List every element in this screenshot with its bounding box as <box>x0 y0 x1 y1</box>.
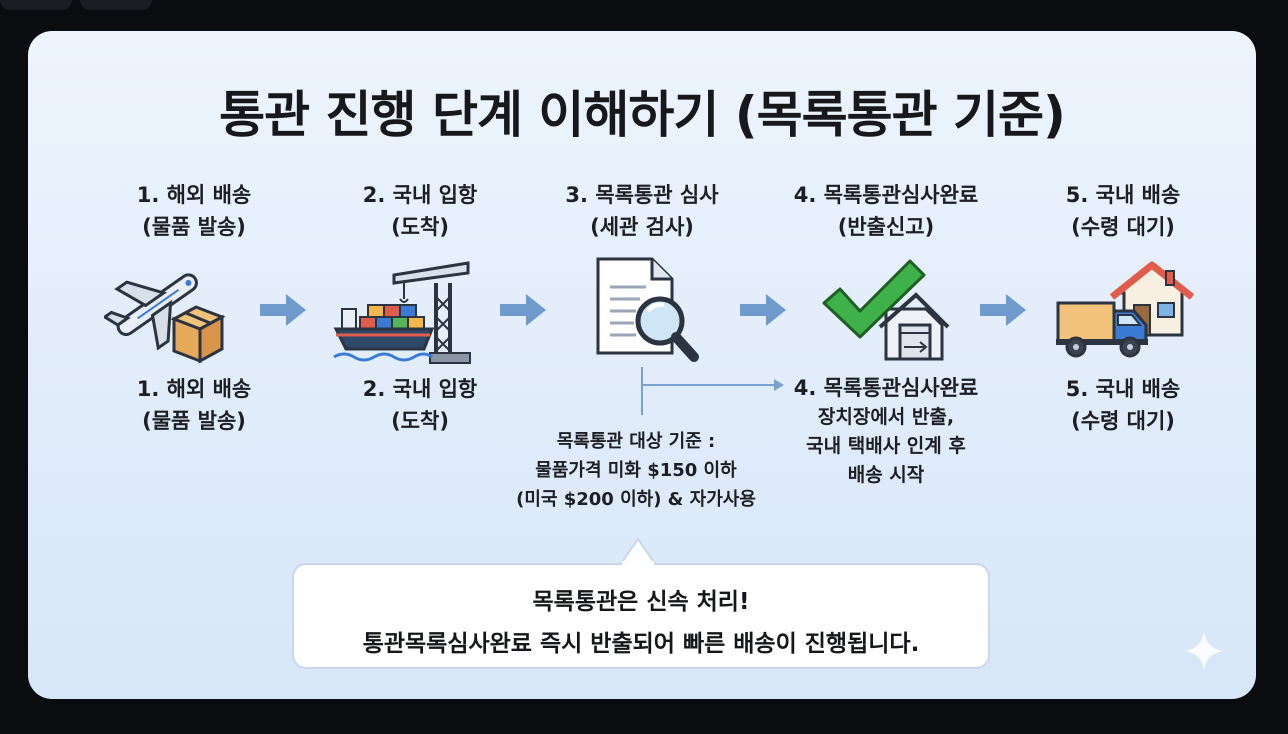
step-1-heading-line2: (물품 발송) <box>142 215 246 239</box>
right-arrow-icon <box>980 294 1026 326</box>
step-2-heading-line1: 2. 국내 입항 <box>362 183 478 207</box>
step-5-caption: 5. 국내 배송 (수령 대기) <box>1013 373 1233 437</box>
callout-pointer-mask <box>622 561 654 567</box>
step-4-caption: 4. 목록통관심사완료 장치장에서 반출, 국내 택배사 인계 후 배송 시작 <box>766 374 1006 490</box>
background-chips <box>0 0 170 14</box>
step-5-heading-line2: (수령 대기) <box>1071 215 1175 239</box>
step-3-heading-line2: (세관 검사) <box>590 215 694 239</box>
callout-line1: 목록통관은 신속 처리! <box>532 589 750 615</box>
step-5-caption-line1: 5. 국내 배송 <box>1065 377 1181 401</box>
step-1-caption-line1: 1. 해외 배송 <box>136 377 252 401</box>
document-magnifier-icon <box>590 253 706 369</box>
criteria-note: 목록통관 대상 기준 : 물품가격 미화 $150 이하 (미국 $200 이하… <box>486 427 786 514</box>
connector-arrow <box>641 367 784 415</box>
page-title: 통관 진행 단계 이해하기 (목록통관 기준) <box>219 86 1066 144</box>
step-4-heading-line2: (반출신고) <box>837 215 935 239</box>
criteria-line1: 목록통관 대상 기준 : <box>556 431 716 452</box>
background-chip <box>0 0 72 10</box>
sparkle-icon <box>1184 631 1224 671</box>
step-3-heading-line1: 3. 목록통관 심사 <box>565 183 719 207</box>
infographic-card: 통관 진행 단계 이해하기 (목록통관 기준) 1. 해외 배송 (물품 발송)… <box>28 31 1256 699</box>
step-2-heading: 2. 국내 입항 (도착) <box>310 179 530 243</box>
step-5-heading: 5. 국내 배송 (수령 대기) <box>1013 179 1233 243</box>
step-1-caption: 1. 해외 배송 (물품 발송) <box>84 373 304 437</box>
step-4-caption-line2: 장치장에서 반출, <box>817 406 955 428</box>
step-1-heading: 1. 해외 배송 (물품 발송) <box>84 179 304 243</box>
step-2-caption: 2. 국내 입항 (도착) <box>310 373 530 437</box>
criteria-line3: (미국 $200 이하) & 자가사용 <box>516 489 756 510</box>
background-chip <box>80 0 152 10</box>
truck-house-icon <box>1054 257 1195 365</box>
step-2-caption-line1: 2. 국내 입항 <box>362 377 478 401</box>
step-3-heading: 3. 목록통관 심사 (세관 검사) <box>532 179 752 243</box>
step-1-caption-line2: (물품 발송) <box>142 409 246 433</box>
step-5-caption-line2: (수령 대기) <box>1071 409 1175 433</box>
step-4-caption-line1: 4. 목록통관심사완료 <box>793 376 979 400</box>
right-arrow-icon <box>500 294 546 326</box>
right-arrow-icon <box>260 294 306 326</box>
step-4-heading: 4. 목록통관심사완료 (반출신고) <box>766 179 1006 243</box>
step-4-heading-line1: 4. 목록통관심사완료 <box>793 183 979 207</box>
callout-line2: 통관목록심사완료 즉시 반출되어 빠른 배송이 진행됩니다. <box>362 631 920 657</box>
step-4-caption-line4: 배송 시작 <box>847 464 925 486</box>
right-arrow-icon <box>740 294 786 326</box>
criteria-line2: 물품가격 미화 $150 이하 <box>535 460 737 481</box>
callout-box: 목록통관은 신속 처리! 통관목록심사완료 즉시 반출되어 빠른 배송이 진행됩… <box>292 563 990 669</box>
airplane-box-icon <box>102 257 228 369</box>
cargo-ship-crane-icon <box>332 253 474 369</box>
step-2-caption-line2: (도착) <box>391 409 449 433</box>
step-1-heading-line1: 1. 해외 배송 <box>136 183 252 207</box>
step-2-heading-line2: (도착) <box>391 215 449 239</box>
step-5-heading-line1: 5. 국내 배송 <box>1065 183 1181 207</box>
callout-pointer <box>619 537 657 566</box>
step-4-caption-line3: 국내 택배사 인계 후 <box>806 435 966 457</box>
checkmark-warehouse-icon <box>818 255 958 367</box>
